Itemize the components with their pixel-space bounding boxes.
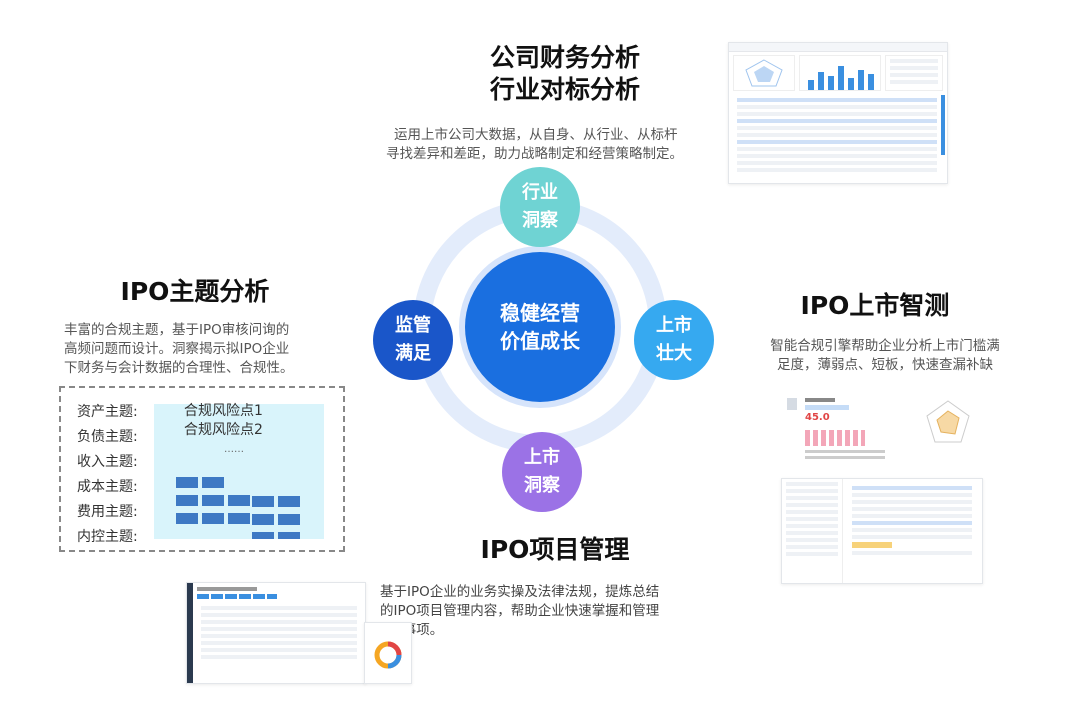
ipo-checklist-screenshot (781, 478, 983, 584)
risk-cell (228, 495, 250, 506)
ipo-progress-screenshot (364, 622, 412, 684)
node-top-line1: 行业 (522, 182, 558, 203)
radar-chart-icon (926, 400, 970, 443)
topic-asset: 资产主题: (77, 404, 138, 420)
risk-cell (252, 514, 274, 525)
risk-cell (228, 513, 250, 524)
topic-expense: 费用主题: (77, 504, 138, 520)
node-bottom-line2: 洞察 (524, 475, 560, 496)
risk-area: 合规风险点1 合规风险点2 …… (154, 403, 324, 539)
ipo-topic-description: 丰富的合规主题，基于IPO审核问询的 高频问题而设计。洞察揭示拟IPO企业 下财… (64, 321, 364, 378)
topic-internal-control: 内控主题: (77, 529, 138, 545)
finance-title: 公司财务分析 行业对标分析 (455, 42, 675, 106)
risk-cell (278, 514, 300, 525)
node-industry-insight: 行业 洞察 (500, 167, 580, 247)
finance-desc-line1: 运用上市公司大数据，从自身、从行业、从标杆 (394, 127, 678, 143)
risk-cell (252, 496, 274, 507)
ipo-project-desc-line2: 的IPO项目管理内容，帮助企业快速掌握和管理 (380, 603, 660, 619)
node-right-line2: 壮大 (656, 343, 692, 364)
node-listing-insight: 上市 洞察 (502, 432, 582, 512)
radar-icon (745, 59, 783, 87)
ipo-project-desc-line1: 基于IPO企业的业务实操及法律法规，提炼总结 (380, 584, 660, 600)
node-top-line2: 洞察 (522, 210, 558, 231)
risk-point-2: 合规风险点2 (184, 422, 263, 438)
ipo-predict-desc-line1: 智能合规引擎帮助企业分析上市门槛满 (770, 338, 1000, 354)
donut-chart-icon (374, 641, 402, 669)
ipo-topic-desc-line3: 下财务与会计数据的合理性、合规性。 (64, 360, 294, 376)
ipo-project-title: IPO项目管理 (480, 535, 630, 564)
risk-cell (176, 495, 198, 506)
finance-title-line1: 公司财务分析 (489, 43, 640, 72)
ipo-project-description: 基于IPO企业的业务实操及法律法规，提炼总结 的IPO项目管理内容，帮助企业快速… (380, 583, 720, 640)
finance-description: 运用上市公司大数据，从自身、从行业、从标杆 寻找差异和差距，助力战略制定和经营策… (386, 126, 726, 164)
node-left-line2: 满足 (395, 343, 431, 364)
risk-cell (278, 532, 300, 539)
ipo-topic-desc-line1: 丰富的合规主题，基于IPO审核问询的 (64, 322, 290, 338)
node-listing-grow: 上市 壮大 (634, 300, 714, 380)
node-right-line1: 上市 (656, 315, 692, 336)
ipo-predict-desc-line2: 足度，薄弱点、短板，快速查漏补缺 (777, 357, 993, 373)
ipo-topic-panel: 资产主题: 负债主题: 收入主题: 成本主题: 费用主题: 内控主题: 合规风险… (59, 386, 345, 552)
ipo-score: 45.0 (805, 412, 830, 423)
ipo-topic-desc-line2: 高频问题而设计。洞察揭示拟IPO企业 (64, 341, 290, 357)
risk-cell (202, 495, 224, 506)
topic-list: 资产主题: 负债主题: 收入主题: 成本主题: 费用主题: 内控主题: (77, 400, 138, 550)
node-regulatory: 监管 满足 (373, 300, 453, 380)
ipo-predict-description: 智能合规引擎帮助企业分析上市门槛满 足度，薄弱点、短板，快速查漏补缺 (735, 337, 1035, 375)
risk-point-1: 合规风险点1 (184, 403, 263, 419)
risk-cell (202, 513, 224, 524)
ipo-topic-title: IPO主题分析 (120, 277, 270, 306)
ipo-predict-screenshot: 45.0 (781, 392, 979, 472)
risk-cell (176, 477, 198, 488)
risk-ellipsis: …… (224, 444, 244, 455)
ipo-project-desc-line3: IPO事项。 (380, 621, 720, 640)
center-line1: 稳健经营 (500, 301, 580, 325)
ipo-predict-title: IPO上市智测 (800, 291, 950, 320)
risk-cell (202, 477, 224, 488)
risk-cell (252, 532, 274, 539)
center-line2: 价值成长 (500, 329, 580, 353)
node-bottom-line1: 上市 (524, 447, 560, 468)
finance-title-line2: 行业对标分析 (489, 75, 640, 104)
center-circle: 稳健经营 价值成长 (465, 252, 615, 402)
ipo-project-screenshot (186, 582, 366, 684)
risk-cell (176, 513, 198, 524)
topic-cost: 成本主题: (77, 479, 138, 495)
topic-revenue: 收入主题: (77, 454, 138, 470)
risk-cell (278, 496, 300, 507)
node-left-line1: 监管 (395, 315, 431, 336)
topic-liability: 负债主题: (77, 429, 138, 445)
finance-dashboard-screenshot (728, 42, 948, 184)
finance-desc-line2: 寻找差异和差距，助力战略制定和经营策略制定。 (386, 146, 683, 162)
